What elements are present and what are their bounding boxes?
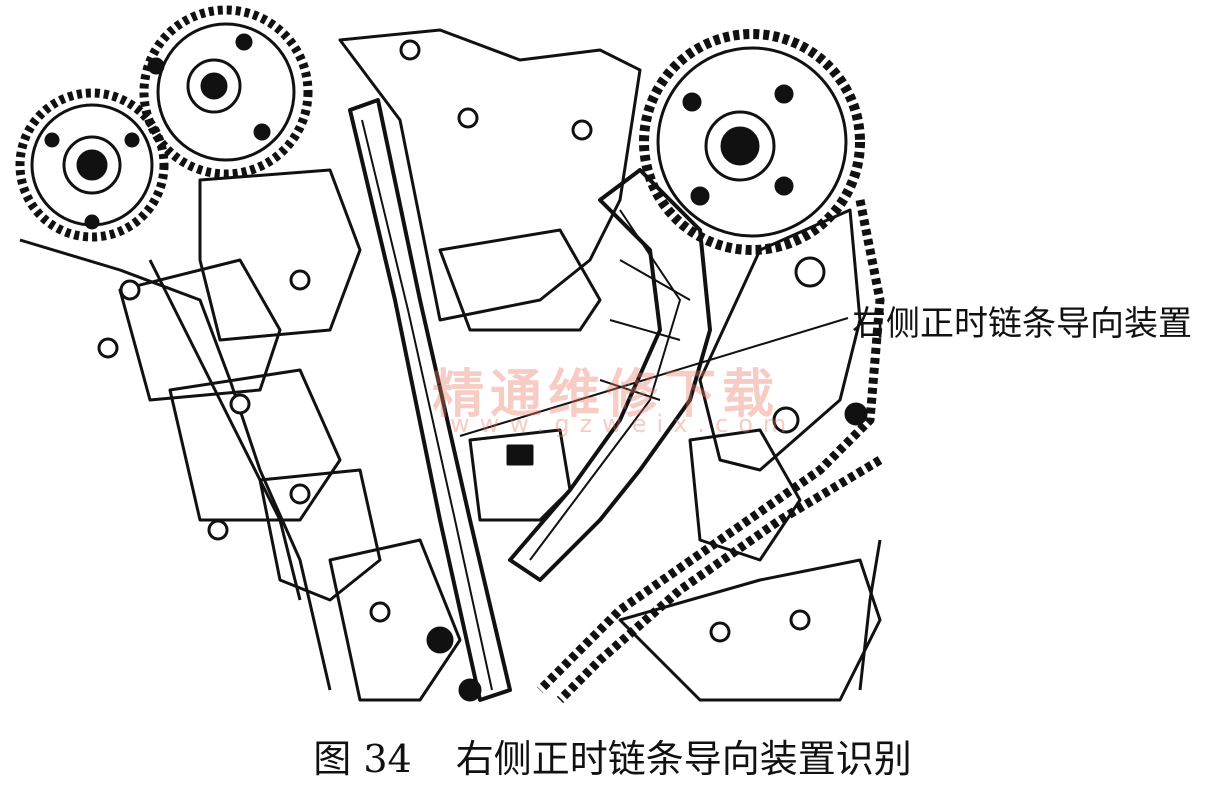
watermark-url: www.gzweix.com [450, 410, 797, 438]
figure-title: 右侧正时链条导向装置识别 [455, 737, 912, 781]
left-chain-guide [348, 98, 512, 702]
callout-label: 右侧正时链条导向装置 [852, 304, 1192, 344]
figure-caption: 图 34 右侧正时链条导向装置识别 [0, 728, 1225, 783]
callout-leader-line [459, 317, 849, 437]
left-cam-sprocket [15, 88, 169, 242]
right-chain-guide [508, 168, 712, 582]
figure-number: 图 34 [313, 737, 412, 781]
watermark-text: 精通维修下载 [432, 364, 781, 425]
left-intake-sprocket [139, 5, 313, 179]
engine-timing-drawing [15, 5, 885, 704]
right-cam-sprocket [639, 29, 865, 255]
